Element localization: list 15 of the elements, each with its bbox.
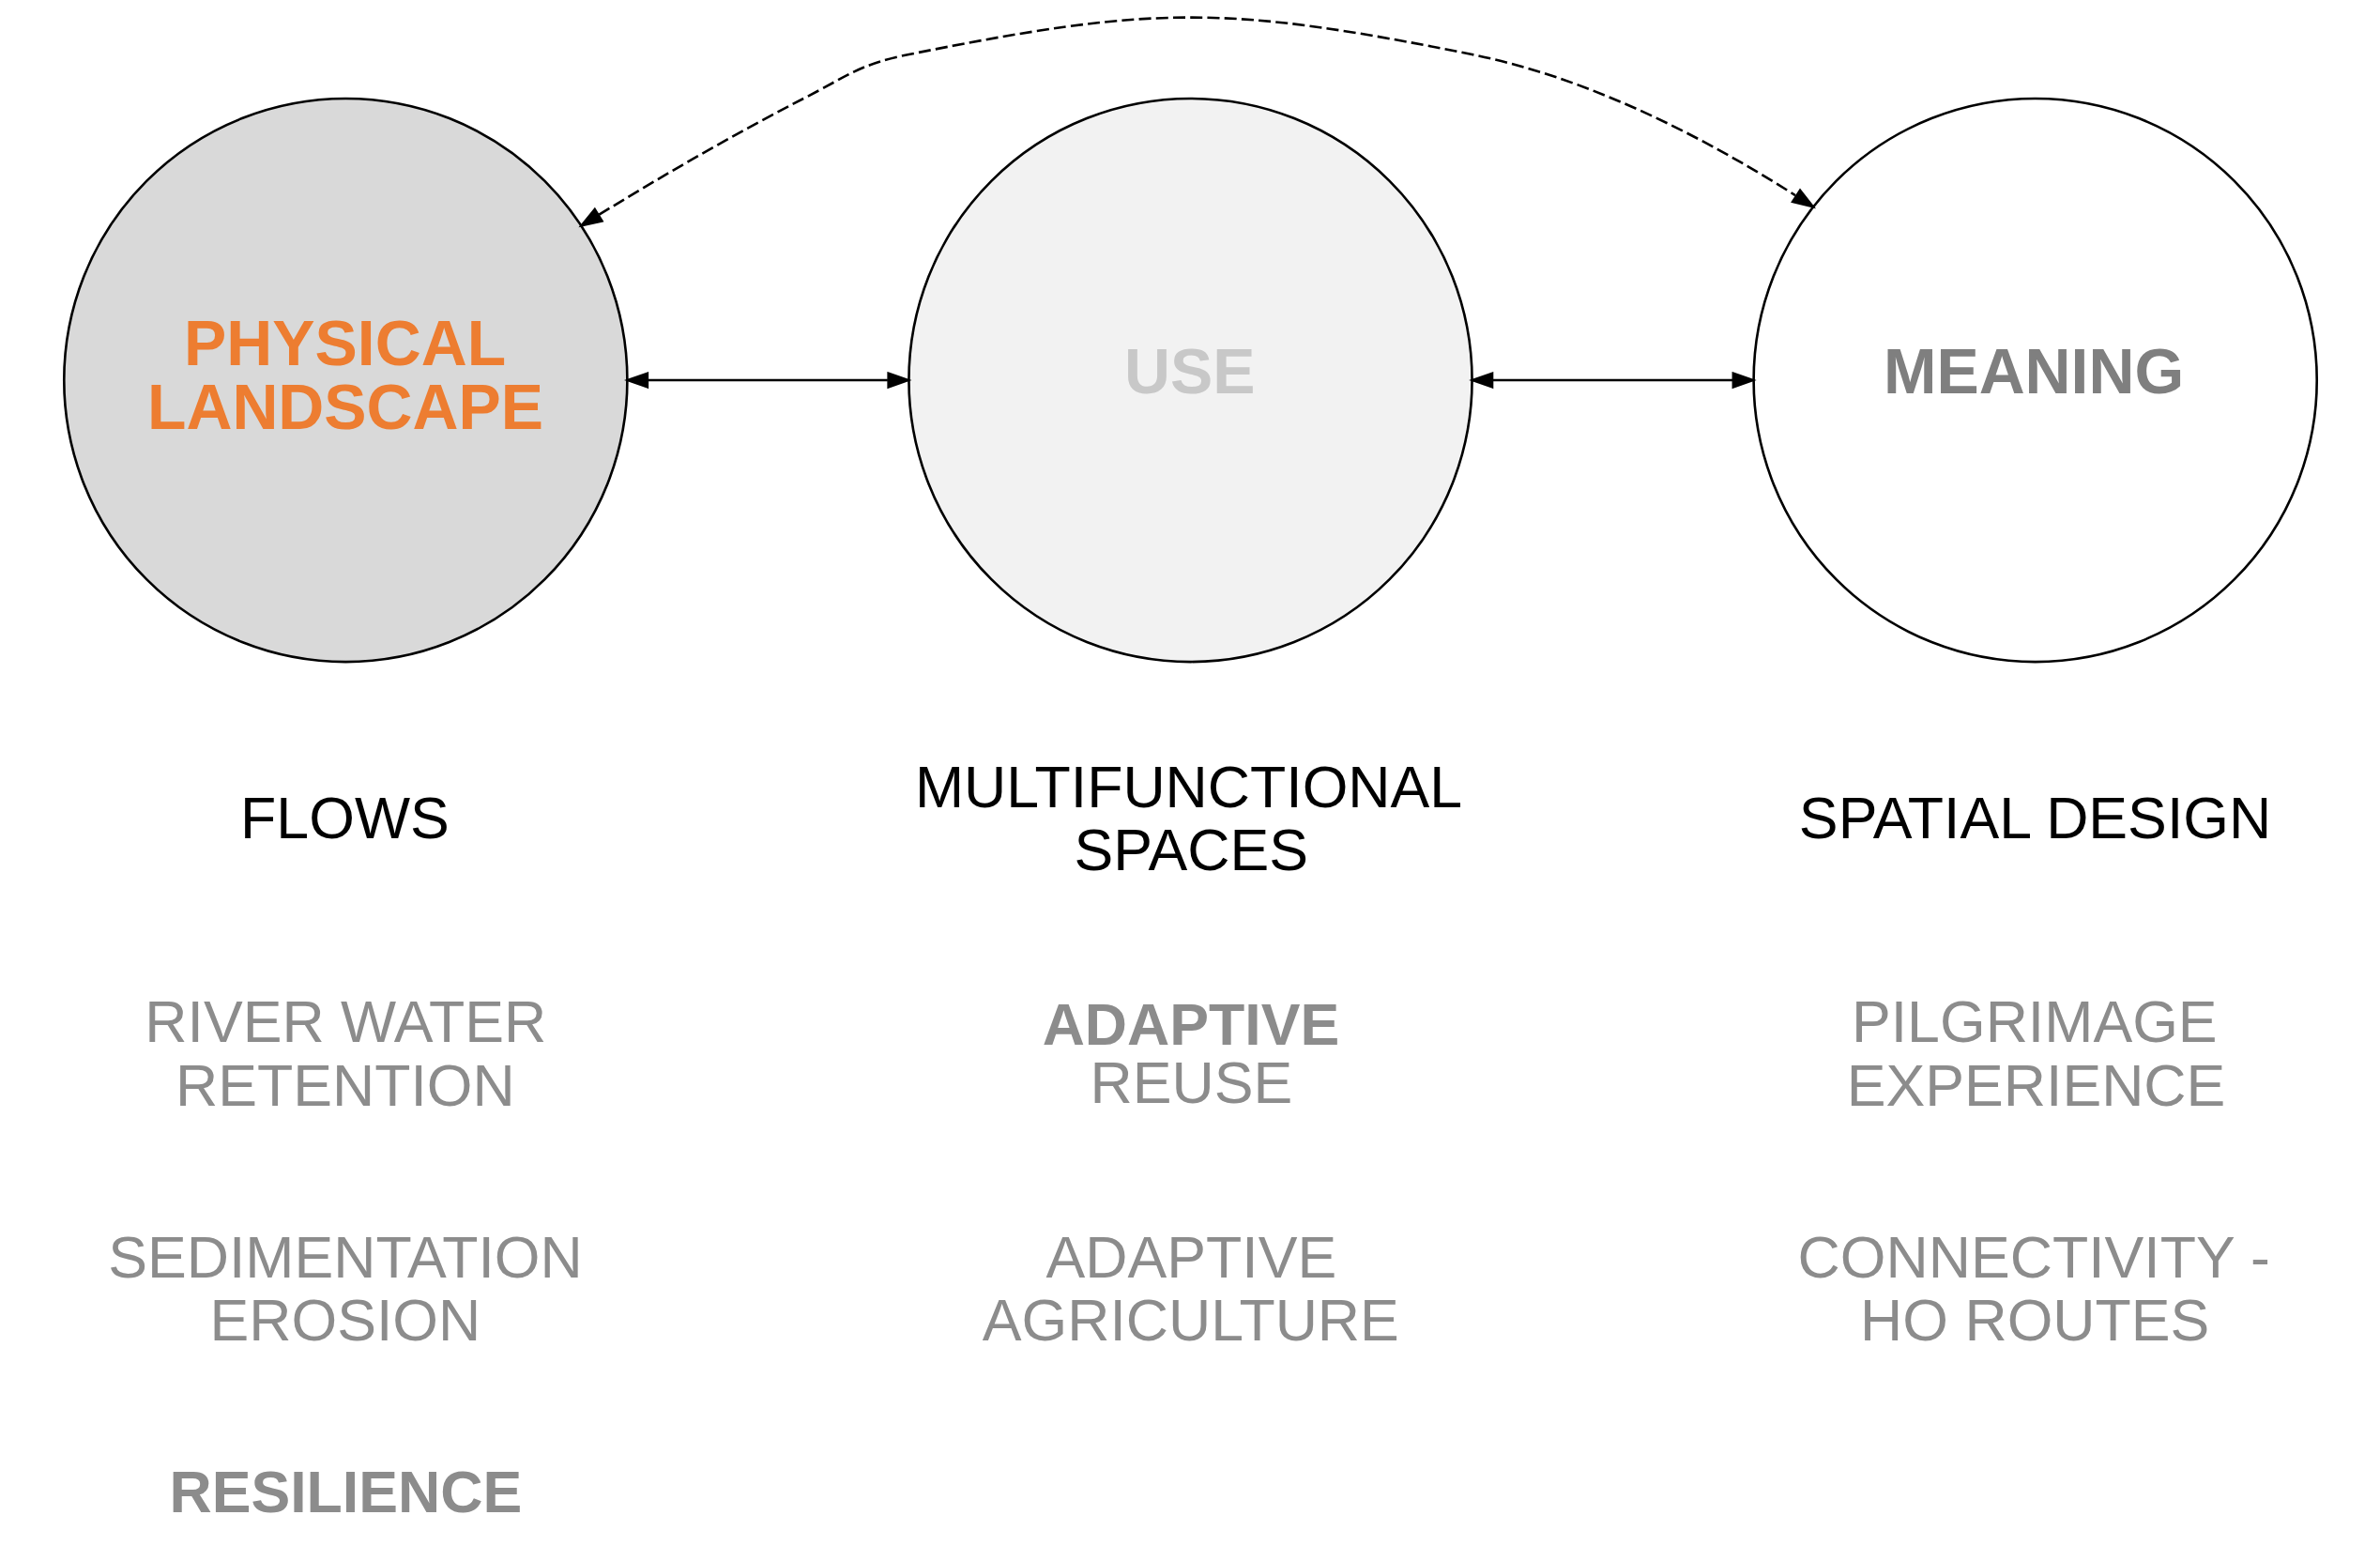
label: RIVER WATER RETENTION bbox=[144, 988, 546, 1118]
arrow bbox=[577, 16, 1816, 228]
node-circle: MEANING bbox=[1751, 97, 2318, 664]
label: FLOWS bbox=[239, 785, 450, 851]
arrow bbox=[1468, 371, 1757, 390]
label: ADAPTIVE AGRICULTURE bbox=[982, 1223, 1399, 1354]
label: PILGRIMAGE EXPERIENCE bbox=[1846, 988, 2225, 1118]
node-circle: PHYSICAL LANDSCAPE bbox=[62, 97, 629, 664]
label: ADAPTIVE REUSE bbox=[1042, 990, 1339, 1116]
label: SPATIAL DESIGN bbox=[1798, 785, 2271, 851]
label: SEDIMENTATION EROSION bbox=[107, 1223, 583, 1354]
label: CONNECTIVITY - HO ROUTES bbox=[1797, 1223, 2270, 1354]
label: RESILIENCE bbox=[168, 1459, 522, 1524]
label: MULTIFUNCTIONAL SPACES bbox=[914, 753, 1462, 883]
arrow bbox=[623, 371, 911, 390]
